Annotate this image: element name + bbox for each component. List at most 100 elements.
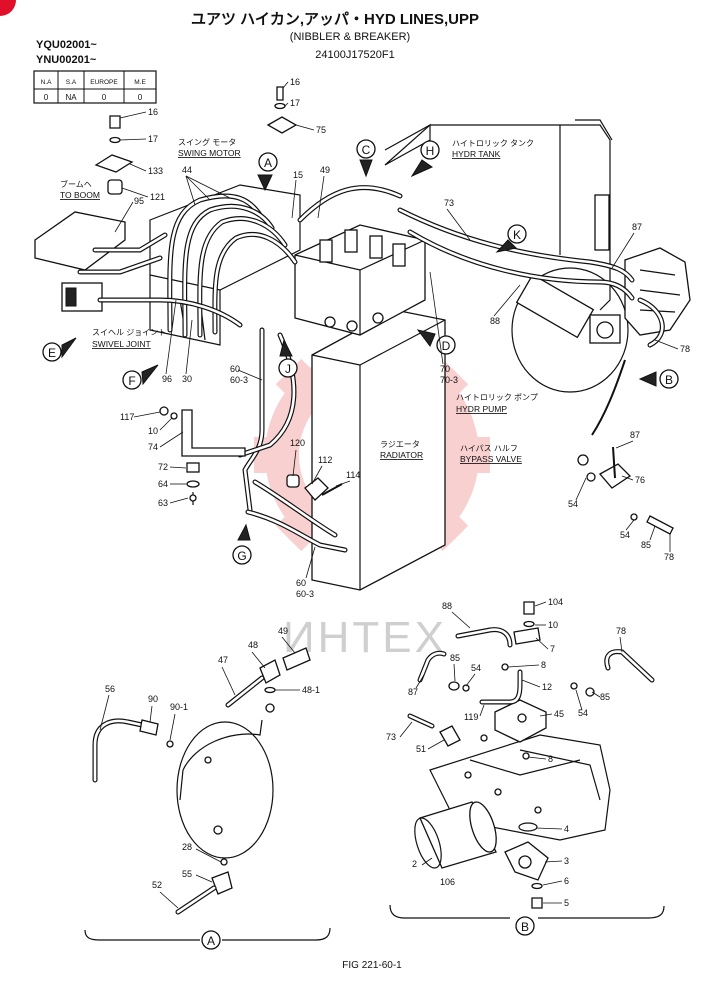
serial-line-1: YQU02001~ <box>36 39 97 51</box>
view-marker-H: H <box>410 140 440 178</box>
page-subtitle: (NIBBLER & BREAKER) <box>290 31 410 43</box>
callout: 48-1 <box>302 685 320 695</box>
swing-motor-label: SWING MOTOR <box>178 148 241 158</box>
callout: 87 <box>630 430 640 440</box>
swing-motor-jp: スイング モータ <box>178 137 236 147</box>
callout: 10 <box>148 426 158 436</box>
svg-text:F: F <box>128 374 135 388</box>
callout: 90 <box>148 694 158 704</box>
callout: 10 <box>548 620 558 630</box>
to-boom-jp: ブームヘ <box>60 179 92 189</box>
callout: 87 <box>632 222 642 232</box>
table-header: M.E <box>134 79 146 86</box>
radiator-jp: ラジエータ <box>380 440 420 449</box>
callout: 121 <box>150 192 165 202</box>
callout: 44 <box>182 165 192 175</box>
leader-lines <box>114 81 679 579</box>
callout: 104 <box>548 597 563 607</box>
callout: 85 <box>641 540 651 550</box>
detail-view-A: A <box>84 647 331 950</box>
callout: 106 <box>440 877 455 887</box>
svg-text:D: D <box>442 339 451 353</box>
page-title: ユアツ ハイカン,アッパ・HYD LINES,UPP <box>191 11 479 28</box>
callout: 75 <box>316 125 326 135</box>
callout: 8 <box>541 660 546 670</box>
svg-text:A: A <box>207 934 215 948</box>
callout: 49 <box>278 626 288 636</box>
view-marker-D: D <box>416 329 456 355</box>
callout: 72 <box>158 462 168 472</box>
watermark-text: ИНТЕХ <box>283 613 447 662</box>
callout: 55 <box>182 869 192 879</box>
callout: 15 <box>293 170 303 180</box>
callout: 85 <box>600 692 610 702</box>
hydr-pump-label: HYDR PUMP <box>456 404 507 414</box>
callout: 4 <box>564 824 569 834</box>
callout: 52 <box>152 880 162 890</box>
table-cell: 0 <box>44 93 49 102</box>
swivel-joint-jp: スイヘル ジョイント <box>92 328 166 337</box>
callout: 74 <box>148 442 158 452</box>
callout: 119 <box>464 712 478 722</box>
callout: 114 <box>346 470 360 480</box>
view-marker-A: A <box>257 152 278 192</box>
callout: 112 <box>318 455 332 465</box>
figure-number: FIG 221-60-1 <box>342 960 402 971</box>
callout: 78 <box>616 626 626 636</box>
callout: 30 <box>182 374 192 384</box>
callout: 56 <box>105 684 115 694</box>
view-marker-J: J <box>278 338 298 378</box>
part-code: 24100J17520F1 <box>315 49 395 61</box>
market-table: N.A S.A EUROPE M.E 0 NA 0 0 <box>33 70 157 104</box>
detail-label-A: A <box>201 930 221 950</box>
callout: 8 <box>548 754 553 764</box>
callout: 85 <box>450 653 460 663</box>
callout: 73 <box>444 198 454 208</box>
callout: 54 <box>471 663 481 673</box>
callout: 90-1 <box>170 702 188 712</box>
callout: 63 <box>158 498 168 508</box>
svg-text:A: A <box>264 156 272 170</box>
bypass-valve-jp: ハイパス ハルフ <box>460 444 518 453</box>
bypass-valve-label: BYPASS VALVE <box>460 454 522 464</box>
callout: 73 <box>386 732 396 742</box>
callout: 16 <box>148 107 158 117</box>
view-marker-G: G <box>232 523 252 565</box>
hydr-tank-jp: ハイトロリック タンク <box>452 139 534 148</box>
callout: 54 <box>578 708 588 718</box>
callout: 49 <box>320 165 330 175</box>
callout: 133 <box>148 166 163 176</box>
callout: 70 <box>440 364 450 374</box>
callout: 3 <box>564 856 569 866</box>
callout: 2 <box>412 859 417 869</box>
view-marker-C: C <box>356 139 376 178</box>
table-header: EUROPE <box>90 79 118 86</box>
svg-text:K: K <box>513 228 521 242</box>
callout: 5 <box>564 898 569 908</box>
callout: 60-3 <box>296 589 314 599</box>
callout: 76 <box>635 475 645 485</box>
svg-text:E: E <box>48 346 56 360</box>
callout: 78 <box>664 552 674 562</box>
callout: 78 <box>680 344 690 354</box>
callout: 60 <box>230 364 240 374</box>
svg-text:B: B <box>521 920 529 934</box>
callout: 12 <box>542 682 552 692</box>
view-marker-B: B <box>638 369 679 389</box>
callout: 87 <box>408 687 418 697</box>
view-marker-E: E <box>42 337 77 362</box>
callouts-main: 16 17 75 16 17 133 121 95 44 15 49 73 87… <box>120 77 690 599</box>
radiator-label: RADIATOR <box>380 450 423 460</box>
view-marker-K: K <box>495 224 527 253</box>
svg-text:H: H <box>426 144 435 158</box>
callout: 48 <box>248 640 258 650</box>
corner-tab <box>0 0 16 16</box>
detail-view-B: B <box>389 601 665 936</box>
callout: 17 <box>290 98 300 108</box>
callout: 28 <box>182 842 192 852</box>
callout: 47 <box>218 655 228 665</box>
view-markers: A B C D E F G H J K <box>42 139 679 565</box>
hydr-pump-jp: ハイトロリック ポンプ <box>456 393 538 402</box>
callout: 60-3 <box>230 375 248 385</box>
